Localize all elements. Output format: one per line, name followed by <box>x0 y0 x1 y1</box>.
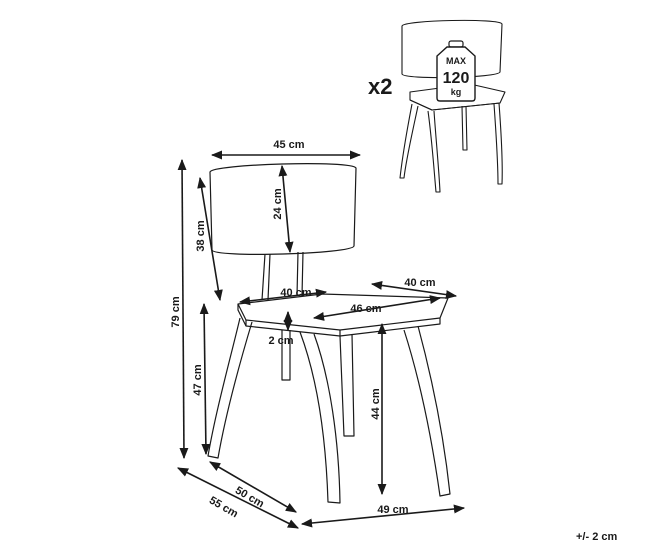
base-width-label: 49 cm <box>377 504 408 516</box>
base-depth-outer-label: 55 cm <box>207 494 240 520</box>
tolerance-note: +/- 2 cm <box>576 531 618 543</box>
seat-height-label: 47 cm <box>192 364 204 395</box>
base-depth-inner-label: 50 cm <box>233 484 266 510</box>
main-chair <box>207 163 451 504</box>
seat-depth-label: 46 cm <box>350 303 381 315</box>
backrest-width-label: 45 cm <box>273 139 304 151</box>
seat-width-side-label: 40 cm <box>404 277 435 289</box>
max-weight-value: 120 <box>443 70 470 87</box>
total-height-label: 79 cm <box>170 296 182 327</box>
seat-thickness-label: 2 cm <box>268 335 293 347</box>
frame-height-label: 44 cm <box>370 388 382 419</box>
weight-icon <box>436 40 476 102</box>
dimension-lines <box>176 150 466 529</box>
back-height-label: 38 cm <box>195 220 207 251</box>
max-label: MAX <box>446 56 466 66</box>
max-weight-unit: kg <box>451 87 462 97</box>
quantity-label: x2 <box>368 74 392 99</box>
backrest-height-label: 24 cm <box>272 188 284 219</box>
seat-width-front-label: 40 cm <box>280 287 311 299</box>
